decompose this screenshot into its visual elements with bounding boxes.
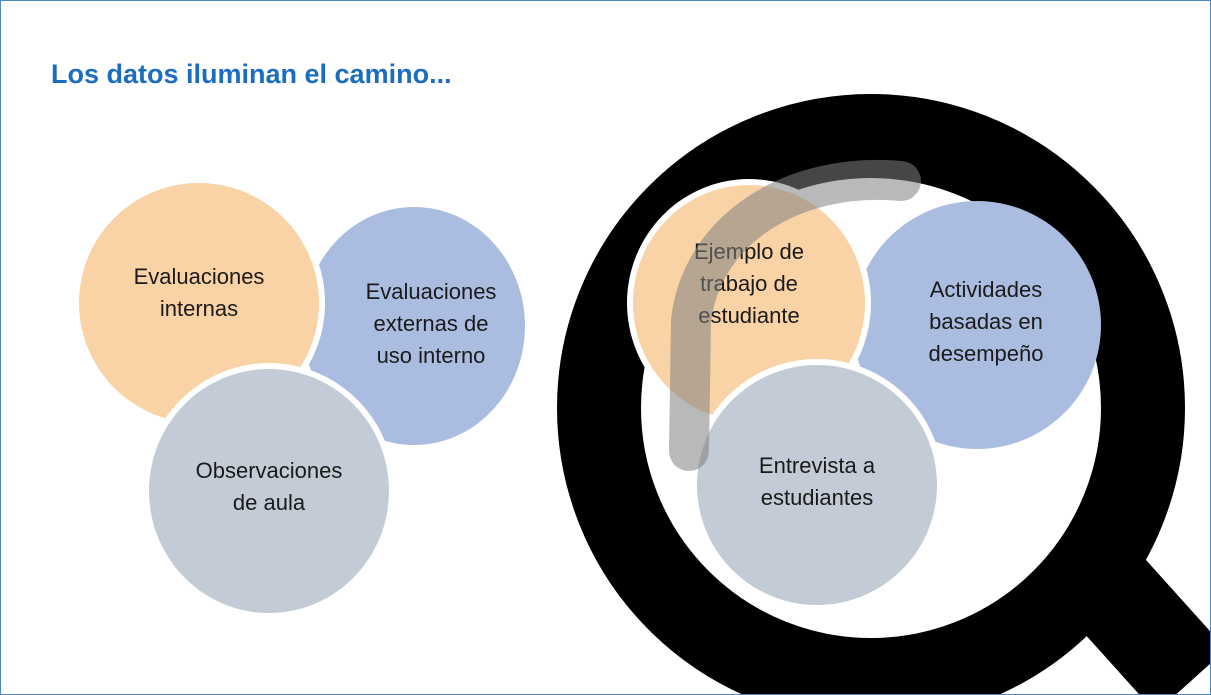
bubble-external-line2: externas de xyxy=(373,311,489,337)
bubble-external-line1: Evaluaciones xyxy=(365,279,497,305)
bubble-interview-line1: Entrevista a xyxy=(758,453,876,479)
bubble-performance-line2: basadas en xyxy=(929,309,1043,335)
bubble-observations-line2: de aula xyxy=(232,490,306,515)
bubble-classroom-observations: Observaciones de aula xyxy=(143,363,395,619)
bubble-interview-line2: estudiantes xyxy=(760,485,874,510)
bubble-work-line2: trabajo de xyxy=(700,271,798,297)
bubble-performance-line3: desempeño xyxy=(928,340,1044,366)
bubble-performance-line1: Actividades xyxy=(929,277,1043,303)
bubble-external-line3: uso interno xyxy=(376,342,486,368)
bubble-work-line1: Ejemplo de xyxy=(693,239,805,265)
bubble-student-interview: Entrevista a estudiantes xyxy=(691,359,943,611)
bubble-observations-line1: Observaciones xyxy=(195,458,343,484)
page-title: Los datos iluminan el camino... xyxy=(51,59,452,89)
bubble-internal-line2: internas xyxy=(159,296,239,321)
bubble-internal-line1: Evaluaciones xyxy=(133,264,265,290)
magnifier-handle xyxy=(1065,549,1210,694)
bubble-work-line3: estudiante xyxy=(698,302,800,328)
